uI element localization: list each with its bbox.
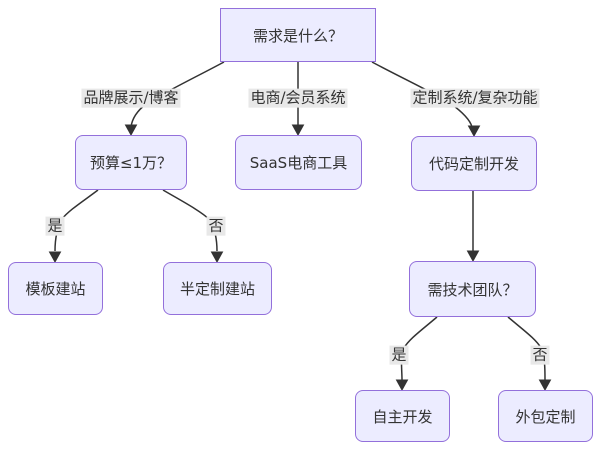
- node-semi-custom-site: 半定制建站: [163, 262, 272, 315]
- node-outsourced: 外包定制: [498, 390, 593, 442]
- node-self-dev-label: 自主开发: [372, 407, 433, 426]
- arrowhead-self-dev: [395, 379, 409, 392]
- arrowhead-template: [48, 251, 62, 264]
- node-template-site-label: 模板建站: [25, 280, 86, 298]
- node-budget-label: 预算≤1万？: [89, 154, 173, 172]
- edge-label-brand-blog: 品牌展示/博客: [81, 88, 181, 108]
- edge-label-yes-budget: 是: [45, 216, 65, 236]
- arrowhead-outsourced: [538, 379, 552, 392]
- arrowhead-saas: [291, 124, 305, 137]
- edge-label-no-budget: 否: [206, 216, 226, 236]
- node-outsourced-label: 外包定制: [515, 407, 576, 426]
- node-need-team-label: 需技术团队？: [427, 280, 518, 299]
- node-budget: 预算≤1万？: [75, 135, 187, 190]
- node-custom-dev-label: 代码定制开发: [428, 155, 519, 173]
- edge-label-no-team: 否: [530, 345, 550, 365]
- node-need-team: 需技术团队？: [409, 261, 536, 317]
- arrowhead-custom-dev: [467, 125, 481, 138]
- node-root: 需求是什么？: [220, 8, 376, 62]
- edge-label-ecommerce-member: 电商/会员系统: [248, 88, 348, 108]
- node-saas: SaaS电商工具: [235, 135, 362, 190]
- edge-label-yes-team: 是: [389, 345, 409, 365]
- node-custom-dev: 代码定制开发: [411, 136, 537, 191]
- node-saas-label: SaaS电商工具: [249, 154, 348, 172]
- arrowhead-need-team: [466, 250, 480, 263]
- node-semi-custom-site-label: 半定制建站: [179, 280, 255, 298]
- node-self-dev: 自主开发: [355, 390, 450, 442]
- arrowhead-budget: [124, 124, 138, 137]
- node-root-label: 需求是什么？: [252, 26, 343, 45]
- node-template-site: 模板建站: [8, 262, 103, 315]
- arrowhead-semi-custom: [210, 251, 224, 264]
- edge-label-custom-complex: 定制系统/复杂功能: [410, 88, 540, 108]
